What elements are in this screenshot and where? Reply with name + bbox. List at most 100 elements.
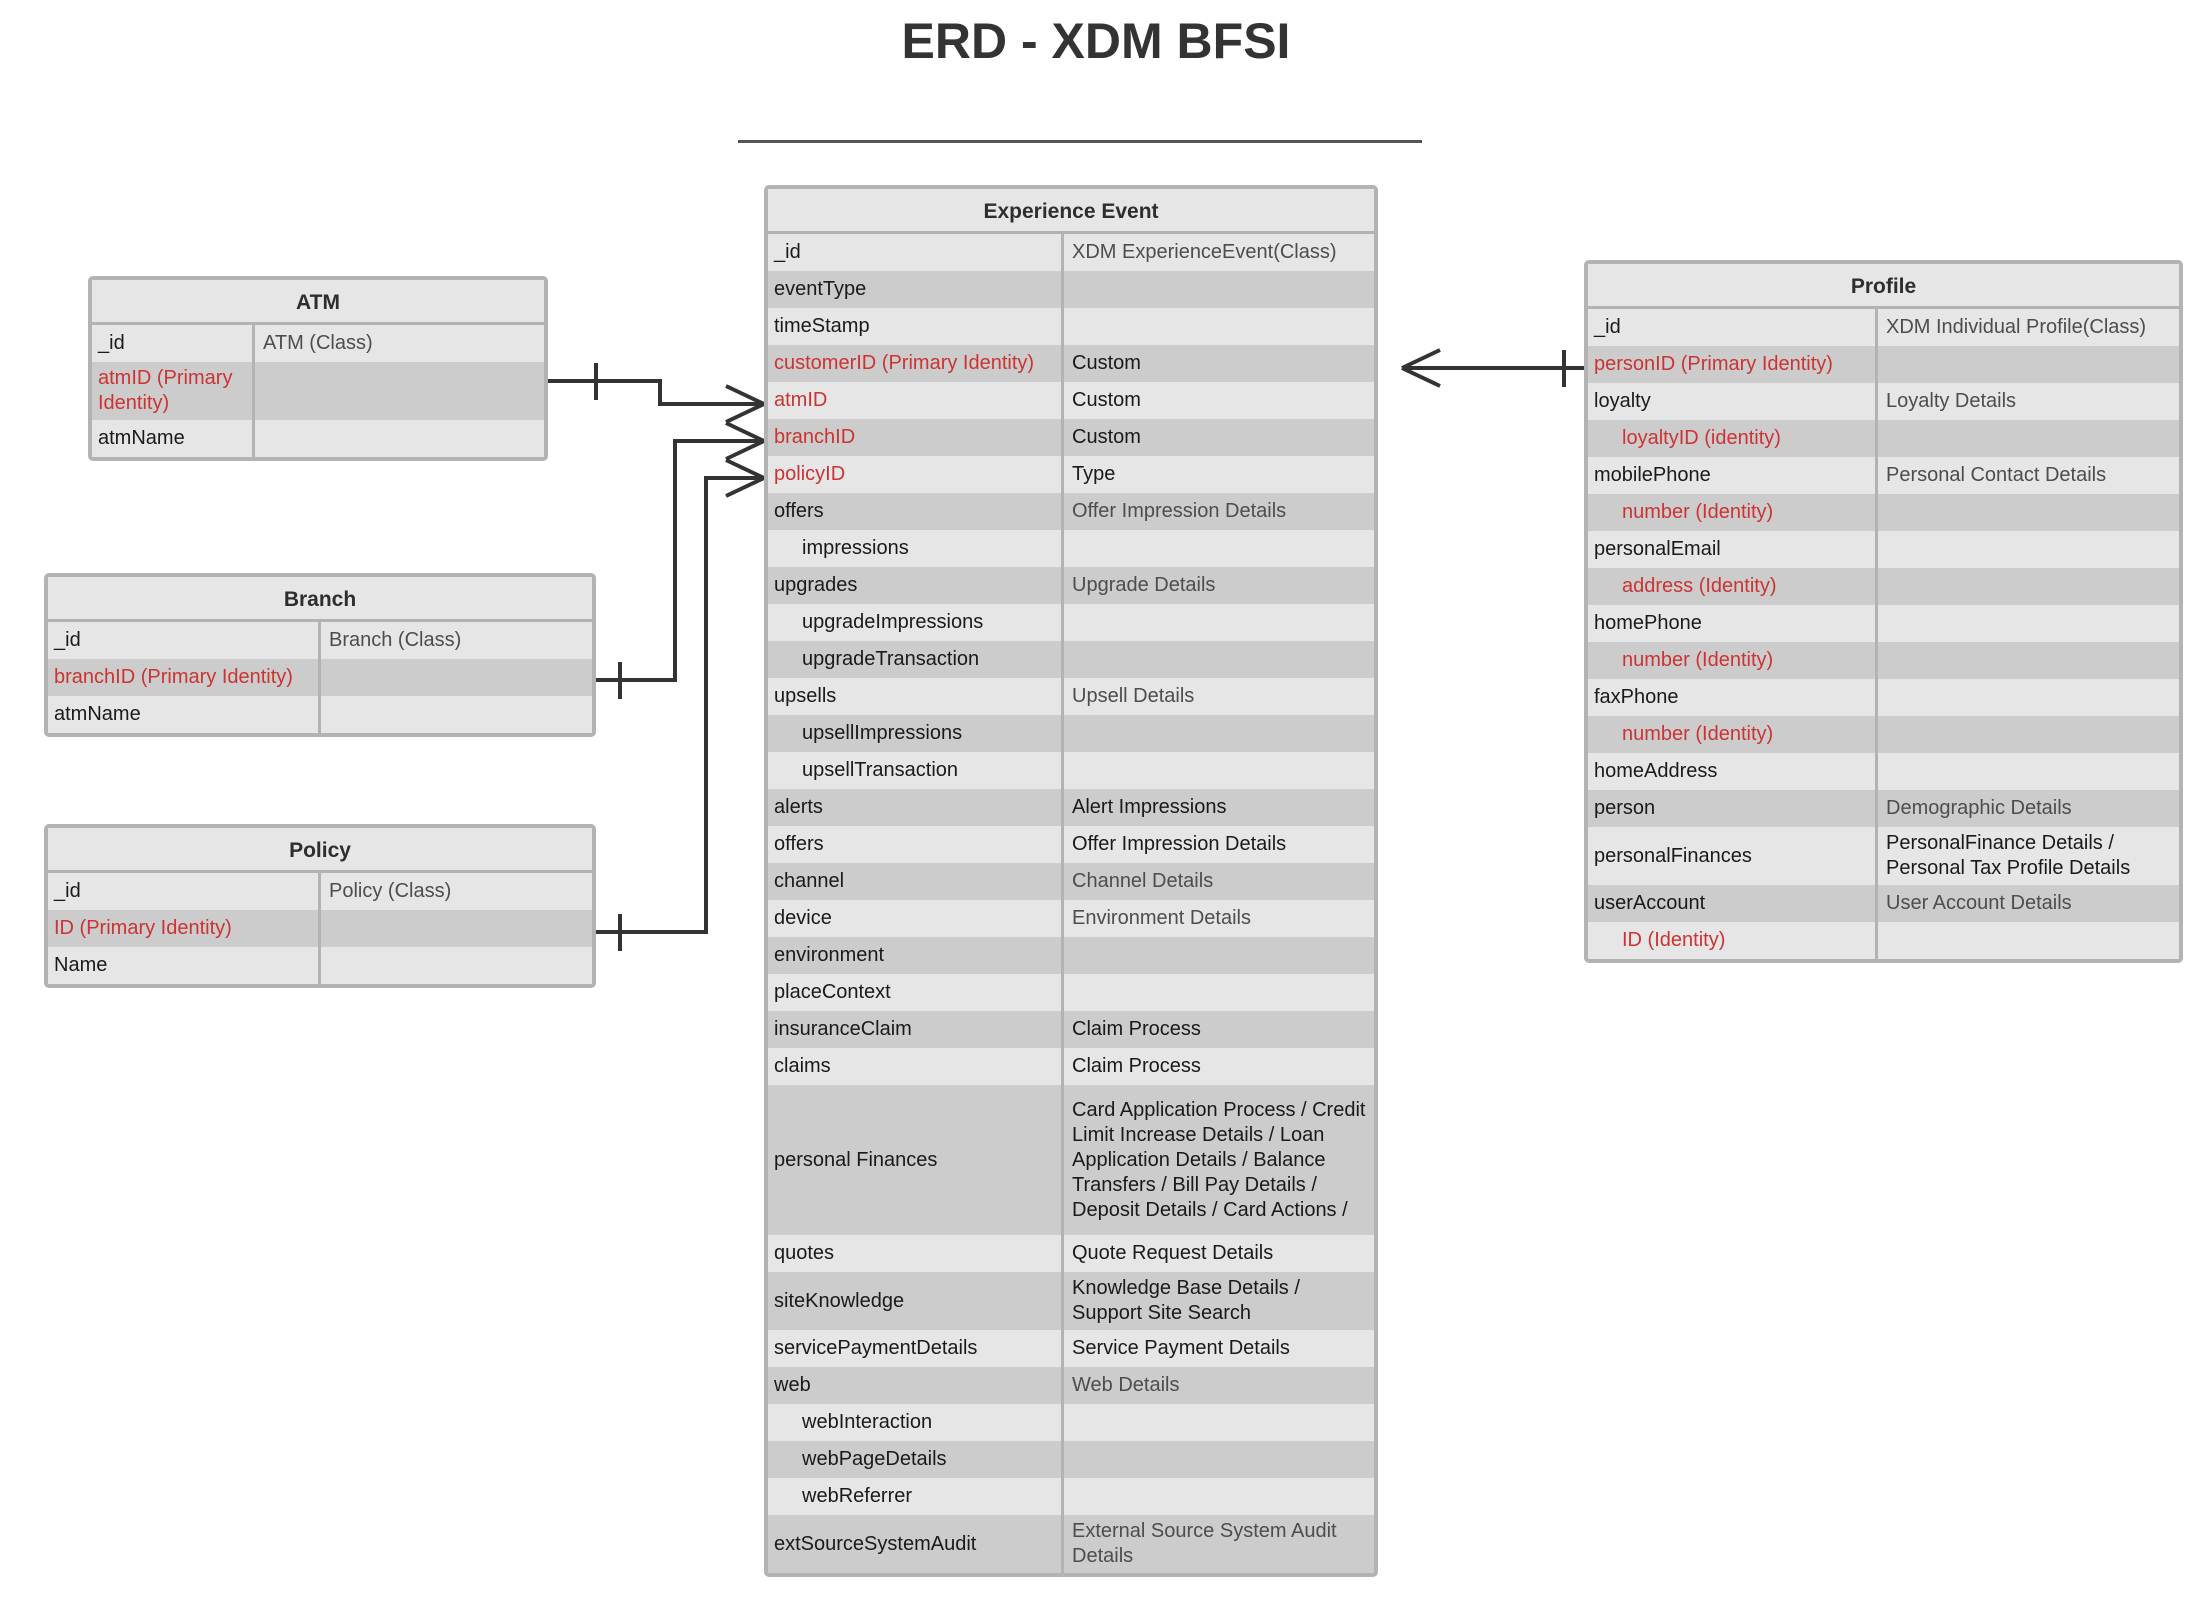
field-type: [321, 696, 592, 733]
table-row: customerID (Primary Identity)Custom: [768, 345, 1374, 382]
crowsfoot-customer: [1401, 348, 1441, 388]
field-name: _id: [1588, 309, 1878, 346]
field-type: XDM ExperienceEvent(Class): [1072, 241, 1337, 263]
field-type: [1064, 1478, 1366, 1515]
entity-title: Branch: [48, 577, 592, 622]
field-name: alerts: [768, 789, 1064, 826]
field-name: homeAddress: [1588, 753, 1878, 790]
field-type: [1064, 1404, 1366, 1441]
field-name: offers: [768, 826, 1064, 863]
field-name: personalFinances: [1588, 827, 1878, 885]
field-name: Name: [48, 947, 321, 984]
table-row: webPageDetails: [768, 1441, 1374, 1478]
field-name: homePhone: [1588, 605, 1878, 642]
field-name: number (Identity): [1588, 494, 1878, 531]
field-type: [1064, 308, 1366, 345]
field-name: placeContext: [768, 974, 1064, 1011]
field-type: [1878, 716, 2175, 753]
field-type: User Account Details: [1886, 892, 2072, 914]
field-type: Personal Contact Details: [1886, 464, 2107, 486]
field-type: [321, 947, 592, 984]
table-row: ID (Primary Identity): [48, 910, 592, 947]
field-type: Demographic Details: [1886, 797, 2072, 819]
field-type: [1878, 420, 2175, 457]
table-row: offers Offer Impression Details: [768, 826, 1374, 863]
field-type: PersonalFinance Details / Personal Tax P…: [1886, 832, 2131, 879]
field-type: Service Payment Details: [1072, 1337, 1290, 1359]
table-row: branchID Custom: [768, 419, 1374, 456]
field-name: number (Identity): [1588, 642, 1878, 679]
field-name: upgradeTransaction: [768, 641, 1064, 678]
field-name: impressions: [768, 530, 1064, 567]
table-row: personID (Primary Identity): [1588, 346, 2179, 383]
field-type: Claim Process: [1072, 1018, 1201, 1040]
field-type: Type: [1072, 463, 1116, 485]
field-type: Quote Request Details: [1072, 1242, 1274, 1264]
field-name: loyalty: [1588, 383, 1878, 420]
table-row: address (Identity): [1588, 568, 2179, 605]
field-type: Custom: [1072, 389, 1141, 411]
field-name: faxPhone: [1588, 679, 1878, 716]
field-type: [1064, 937, 1366, 974]
field-type: Card Application Process / Credit Limit …: [1072, 1098, 1372, 1221]
field-type: Policy (Class): [329, 880, 452, 902]
field-name: personID (Primary Identity): [1588, 346, 1878, 383]
field-name: number (Identity): [1588, 716, 1878, 753]
field-type: Offer Impression Details: [1072, 833, 1287, 855]
field-type: Claim Process: [1072, 1055, 1201, 1077]
crowsfoot-branch: [725, 421, 765, 461]
table-row: atmID (Primary Identity): [92, 362, 544, 420]
table-row: upsellTransaction: [768, 752, 1374, 789]
table-row: branchID (Primary Identity): [48, 659, 592, 696]
field-type: [1064, 752, 1366, 789]
table-row: environment: [768, 937, 1374, 974]
field-type: Upsell Details: [1072, 685, 1195, 707]
field-type: [1064, 604, 1366, 641]
table-row: ID (Identity): [1588, 922, 2179, 959]
field-name: upgradeImpressions: [768, 604, 1064, 641]
table-row: placeContext: [768, 974, 1374, 1011]
table-row: atmName: [48, 696, 592, 733]
field-type: [1064, 715, 1366, 752]
field-type: Custom: [1072, 426, 1141, 448]
table-row: upgradeImpressions: [768, 604, 1374, 641]
connector-atm: [548, 379, 764, 406]
field-name: quotes: [768, 1235, 1064, 1272]
field-name: webPageDetails: [768, 1441, 1064, 1478]
table-row: faxPhone: [1588, 679, 2179, 716]
crowsfoot-policy: [725, 458, 765, 498]
field-type: [1878, 568, 2175, 605]
field-type: [1878, 605, 2175, 642]
field-type: Environment Details: [1072, 907, 1251, 929]
table-row: upgrades Upgrade Details: [768, 567, 1374, 604]
field-type: Offer Impression Details: [1072, 500, 1287, 522]
field-type: [321, 910, 592, 947]
field-name: atmName: [92, 420, 255, 457]
table-row: personalEmail: [1588, 531, 2179, 568]
field-name: branchID: [768, 419, 1064, 456]
field-type: Upgrade Details: [1072, 574, 1216, 596]
field-type: [1878, 679, 2175, 716]
field-name: upgrades: [768, 567, 1064, 604]
